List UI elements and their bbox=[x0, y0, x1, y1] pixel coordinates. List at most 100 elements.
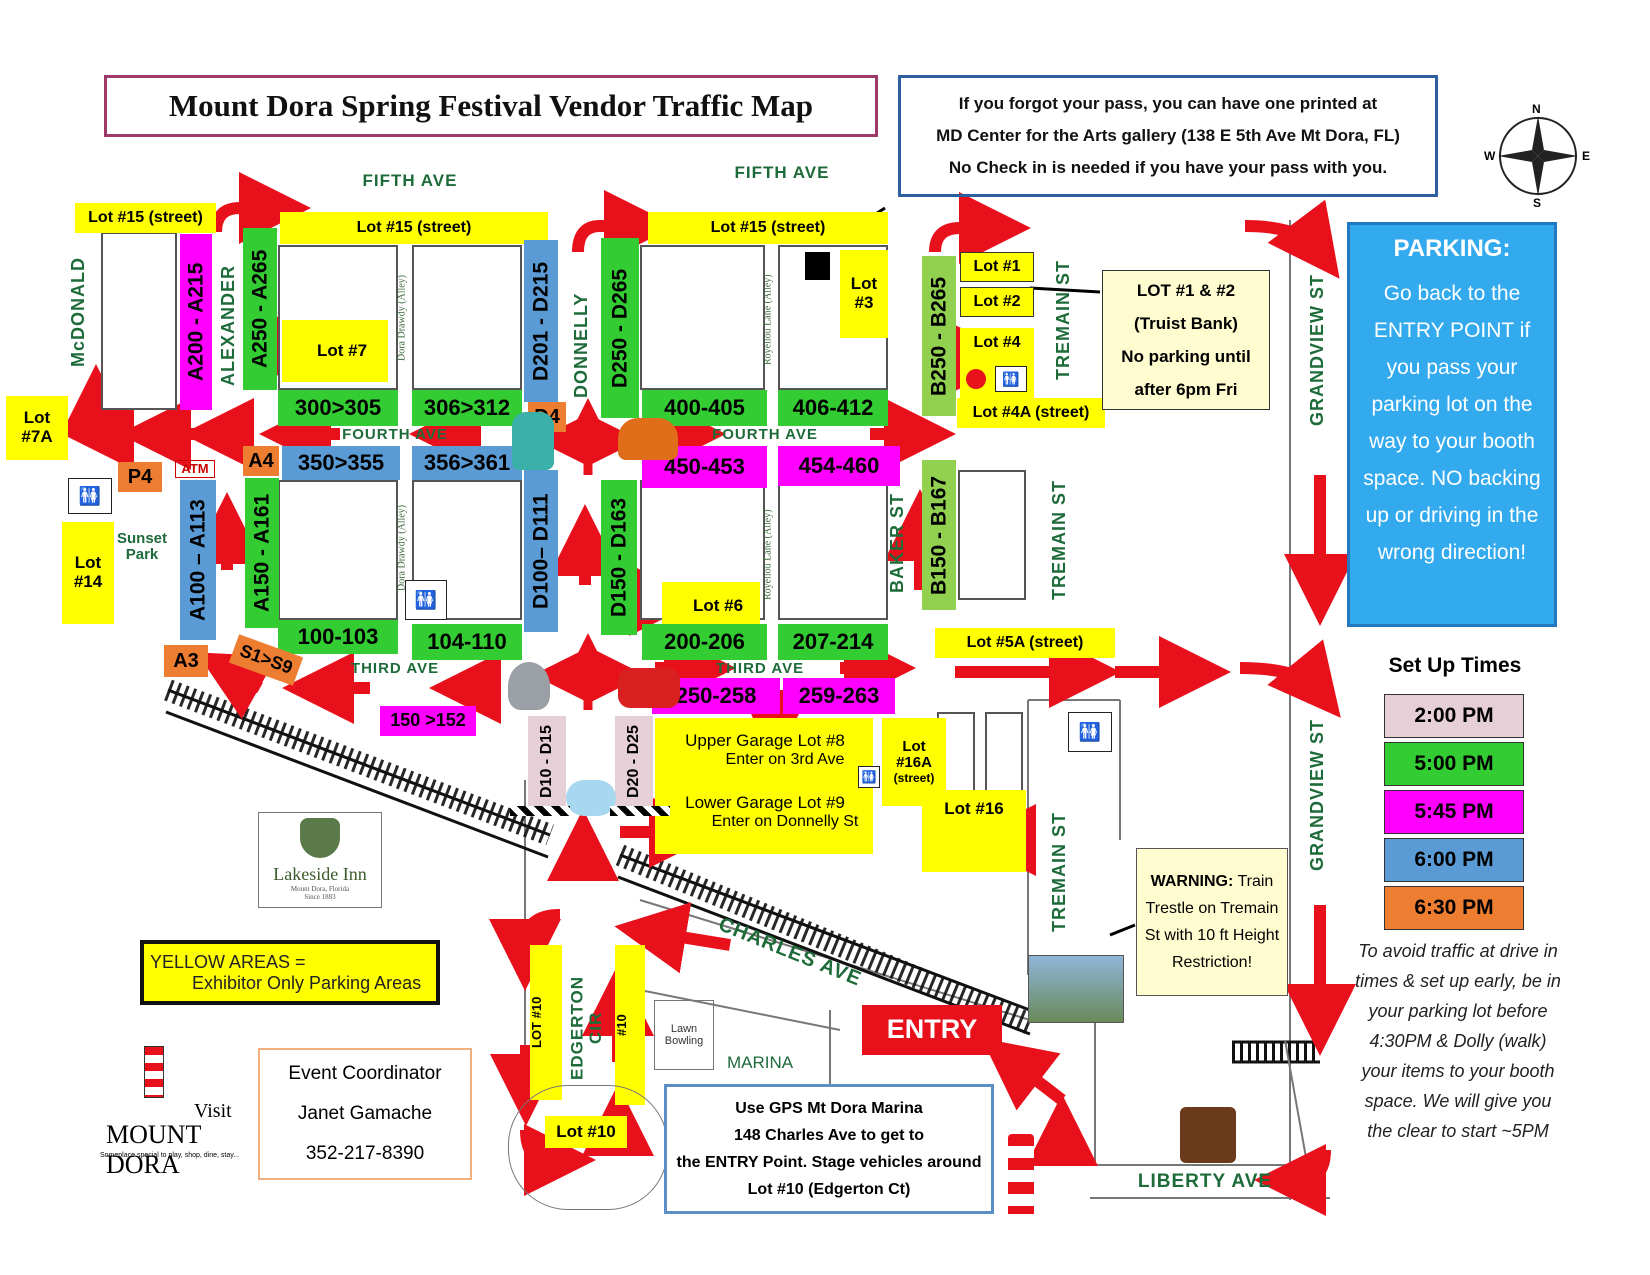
sunset-park: Sunset Park bbox=[112, 526, 172, 568]
street-fifth-ave-left: FIFTH AVE bbox=[362, 170, 458, 190]
lot-1: Lot #1 bbox=[960, 252, 1034, 282]
gps-line3: the ENTRY Point. Stage vehicles around bbox=[676, 1154, 982, 1171]
alley-label-2: Royellou Lane (Alley) bbox=[762, 274, 774, 366]
sheep-icon bbox=[566, 780, 616, 816]
booth-p4: P4 bbox=[118, 462, 162, 492]
lot-9-line2: Enter on Donnelly St bbox=[711, 812, 859, 830]
lot-9-label: Lower Garage Lot #9 Enter on Donnelly St bbox=[660, 790, 870, 834]
restroom-icon: 🚻 bbox=[995, 366, 1027, 392]
lot-15-street-a: Lot #15 (street) bbox=[75, 203, 216, 233]
setup-time-545: 5:45 PM bbox=[1384, 790, 1524, 834]
street-fourth-ave-left: FOURTH AVE bbox=[342, 425, 448, 443]
alley-label-4: Royellou Lane (Alley) bbox=[762, 509, 774, 601]
lot-7: Lot #7 bbox=[282, 320, 388, 382]
lot-10-loop bbox=[508, 1085, 668, 1210]
block-a2 bbox=[412, 245, 522, 390]
street-tremain-bottom: TREMAIN ST bbox=[1049, 812, 1070, 933]
lot-2: Lot #2 bbox=[960, 287, 1034, 317]
sunset-park-l1: Sunset bbox=[116, 529, 167, 547]
booth-356-361: 356>361 bbox=[412, 446, 522, 480]
lighthouse-logo-icon bbox=[144, 1046, 164, 1098]
parking-heading: PARKING: bbox=[1393, 235, 1511, 262]
restroom-icon-park: 🚻 bbox=[68, 478, 112, 514]
booth-d10-d15: D10 - D15 bbox=[528, 716, 566, 808]
parking-panel: PARKING: Go back to the ENTRY POINT if y… bbox=[1347, 222, 1557, 627]
street-tremain-mid: TREMAIN ST bbox=[1049, 480, 1070, 600]
street-alexander: ALEXANDER bbox=[218, 265, 239, 387]
street-donnelly: DONNELLY bbox=[571, 292, 592, 398]
booth-d20-d25: D20 - D25 bbox=[615, 716, 653, 808]
compass-s: S bbox=[1533, 196, 1542, 210]
lot-10-right: #10 bbox=[614, 945, 645, 1105]
coordinator-phone: 352-217-8390 bbox=[305, 1143, 425, 1164]
event-coordinator-box: Event Coordinator Janet Gamache 352-217-… bbox=[258, 1048, 472, 1180]
lot-16: Lot #16 bbox=[922, 790, 1026, 872]
booth-259-263: 259-263 bbox=[783, 678, 895, 714]
lawn-bowling-l2: Bowling bbox=[664, 1035, 704, 1047]
gps-line2: 148 Charles Ave to get to bbox=[734, 1127, 924, 1144]
pigeon-icon bbox=[508, 662, 550, 710]
lot-16a-l3: (street) bbox=[893, 770, 935, 785]
lakeside-name: Lakeside Inn bbox=[273, 864, 367, 884]
booth-104-110: 104-110 bbox=[412, 624, 522, 660]
yellow-areas-legend: YELLOW AREAS = Exhibitor Only Parking Ar… bbox=[140, 940, 440, 1005]
compass-rose-icon: N S E W bbox=[1482, 100, 1594, 212]
street-mcdonald: McDONALD bbox=[68, 257, 89, 368]
lakeside-since: Since 1883 bbox=[304, 893, 336, 901]
lot-14: Lot #14 bbox=[62, 522, 114, 624]
booth-d150-d163: D150 - D163 bbox=[601, 480, 637, 635]
lot-8-label: Upper Garage Lot #8 Enter on 3rd Ave bbox=[660, 728, 870, 772]
restroom-icon-garage: 🚻 bbox=[858, 766, 880, 788]
lot-4a-street: Lot #4A (street) bbox=[957, 398, 1105, 428]
lot-10-left: LOT #10 bbox=[529, 945, 562, 1100]
atm-label: ATM bbox=[175, 460, 215, 478]
marina-label: MARINA bbox=[726, 1052, 794, 1072]
setup-heading: Set Up Times bbox=[1388, 654, 1522, 678]
gps-line1: Use GPS Mt Dora Marina bbox=[735, 1100, 923, 1117]
entry-label: ENTRY bbox=[862, 1005, 1002, 1055]
setup-time-500: 5:00 PM bbox=[1384, 742, 1524, 786]
barrier-left-icon bbox=[510, 806, 570, 816]
booth-150-152: 150 >152 bbox=[380, 706, 476, 736]
lawn-bowling-l1: Lawn bbox=[670, 1022, 698, 1035]
setup-note: To avoid traffic at drive in times & set… bbox=[1355, 941, 1561, 1141]
lot-15-street-b: Lot #15 (street) bbox=[280, 212, 548, 244]
intersection-arrows bbox=[533, 398, 645, 710]
parking-body: Go back to the ENTRY POINT if you pass y… bbox=[1363, 282, 1541, 564]
lot-16a-l2: #16A bbox=[896, 754, 932, 772]
booth-200-206: 200-206 bbox=[642, 624, 767, 660]
visit-mount-dora-logo: Visit MOUNT DORA Someplace special to pl… bbox=[66, 1040, 252, 1179]
booth-a3: A3 bbox=[164, 645, 208, 677]
pass-note-line1: If you forgot your pass, you can have on… bbox=[958, 94, 1378, 113]
lot-8-line2: Enter on 3rd Ave bbox=[725, 750, 845, 768]
booth-406-412: 406-412 bbox=[778, 390, 888, 426]
visit-tagline: Someplace special to play, shop, dine, s… bbox=[100, 1152, 240, 1159]
warning-box: WARNING: Train Trestle on Tremain St wit… bbox=[1136, 848, 1288, 996]
accessible-icon bbox=[966, 369, 986, 389]
compass-w: W bbox=[1484, 149, 1496, 163]
street-baker: BAKER ST bbox=[887, 493, 908, 594]
warning-text: Train Trestle on Tremain St with 10 ft H… bbox=[1144, 873, 1280, 971]
pass-note-line2: MD Center for the Arts gallery (138 E 5t… bbox=[936, 126, 1400, 145]
block-c1 bbox=[278, 480, 398, 620]
setup-time-200: 2:00 PM bbox=[1384, 694, 1524, 738]
coordinator-title: Event Coordinator bbox=[288, 1063, 442, 1084]
sunset-park-l2: Park bbox=[125, 546, 159, 563]
truist-lot-note: LOT #1 & #2 (Truist Bank) No parking unt… bbox=[1102, 270, 1270, 410]
bull-icon bbox=[618, 668, 680, 708]
lakeside-crest-icon bbox=[300, 818, 340, 858]
booth-350-355: 350>355 bbox=[282, 446, 400, 480]
booth-a250-a265: A250 - A265 bbox=[243, 228, 277, 390]
legend-line1: YELLOW AREAS = bbox=[150, 951, 306, 972]
block-d2 bbox=[778, 480, 888, 620]
block-mcdonald bbox=[101, 232, 177, 410]
coordinator-name: Janet Gamache bbox=[297, 1103, 433, 1124]
street-liberty-ave: LIBERTY AVE bbox=[1137, 1170, 1273, 1192]
booth-454-460: 454-460 bbox=[778, 446, 900, 486]
booth-306-312: 306>312 bbox=[412, 390, 522, 426]
booth-a200-a215: A200 - A215 bbox=[180, 234, 212, 410]
street-grandview-top: GRANDVIEW ST bbox=[1307, 274, 1328, 427]
mount-dora-text: MOUNT DORA bbox=[106, 1120, 201, 1179]
lot-15-street-c: Lot #15 (street) bbox=[648, 212, 888, 244]
lighthouse-icon bbox=[1000, 1128, 1042, 1220]
